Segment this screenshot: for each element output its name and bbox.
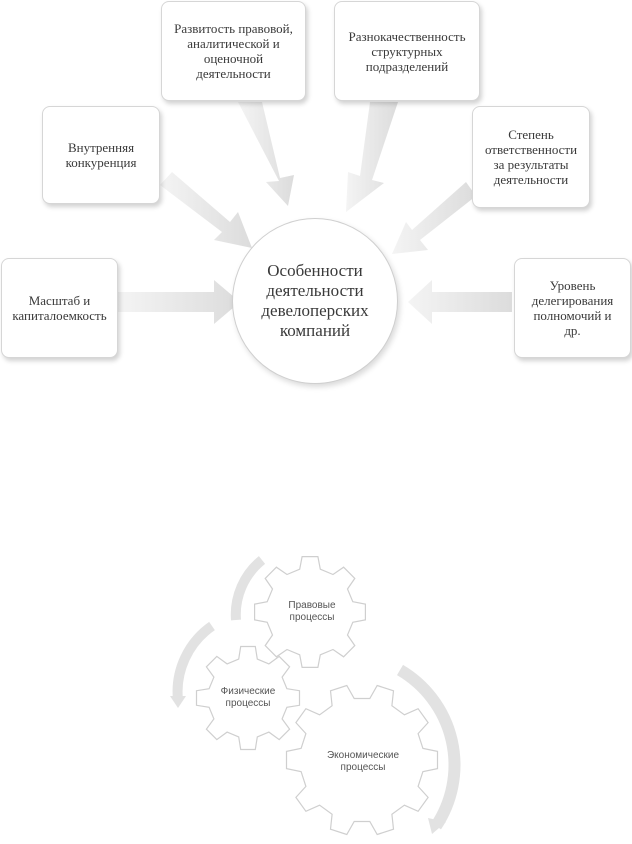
arrow-legal <box>238 102 294 206</box>
cycle-arrowhead-right <box>428 818 446 834</box>
gear-label-legal: Правовые процессы <box>288 600 336 623</box>
factor-box-scale: Масштаб и капиталоемкость <box>1 258 118 358</box>
arrow-responsibility <box>392 182 476 254</box>
gear-label-physical: Физические процессы <box>220 686 276 709</box>
arrow-delegation <box>408 280 512 324</box>
factor-box-legal: Развитость правовой, аналитической и оце… <box>161 1 306 101</box>
gear-physical <box>195 645 301 751</box>
cycle-arc-right <box>396 664 461 830</box>
gear-legal <box>254 556 366 668</box>
cycle-arc-left <box>172 621 215 701</box>
arrow-structural <box>346 102 398 212</box>
arrow-competition <box>160 172 252 248</box>
cycle-arrowhead-left <box>170 696 186 708</box>
factor-box-competition: Внутренняя конкуренция <box>42 106 160 204</box>
gear-economic <box>285 684 439 836</box>
factor-box-delegation: Уровень делегирования полномочий и др. <box>514 258 631 358</box>
arrow-scale <box>118 280 240 324</box>
cycle-arc-top <box>230 556 266 621</box>
center-circle: Особенности деятельности девелоперских к… <box>232 218 398 384</box>
factor-box-structural: Разнокачественность структурных подразде… <box>334 1 480 101</box>
gear-label-economic: Экономические процессы <box>326 750 400 773</box>
factor-box-responsibility: Степень ответственности за результаты де… <box>472 106 590 208</box>
